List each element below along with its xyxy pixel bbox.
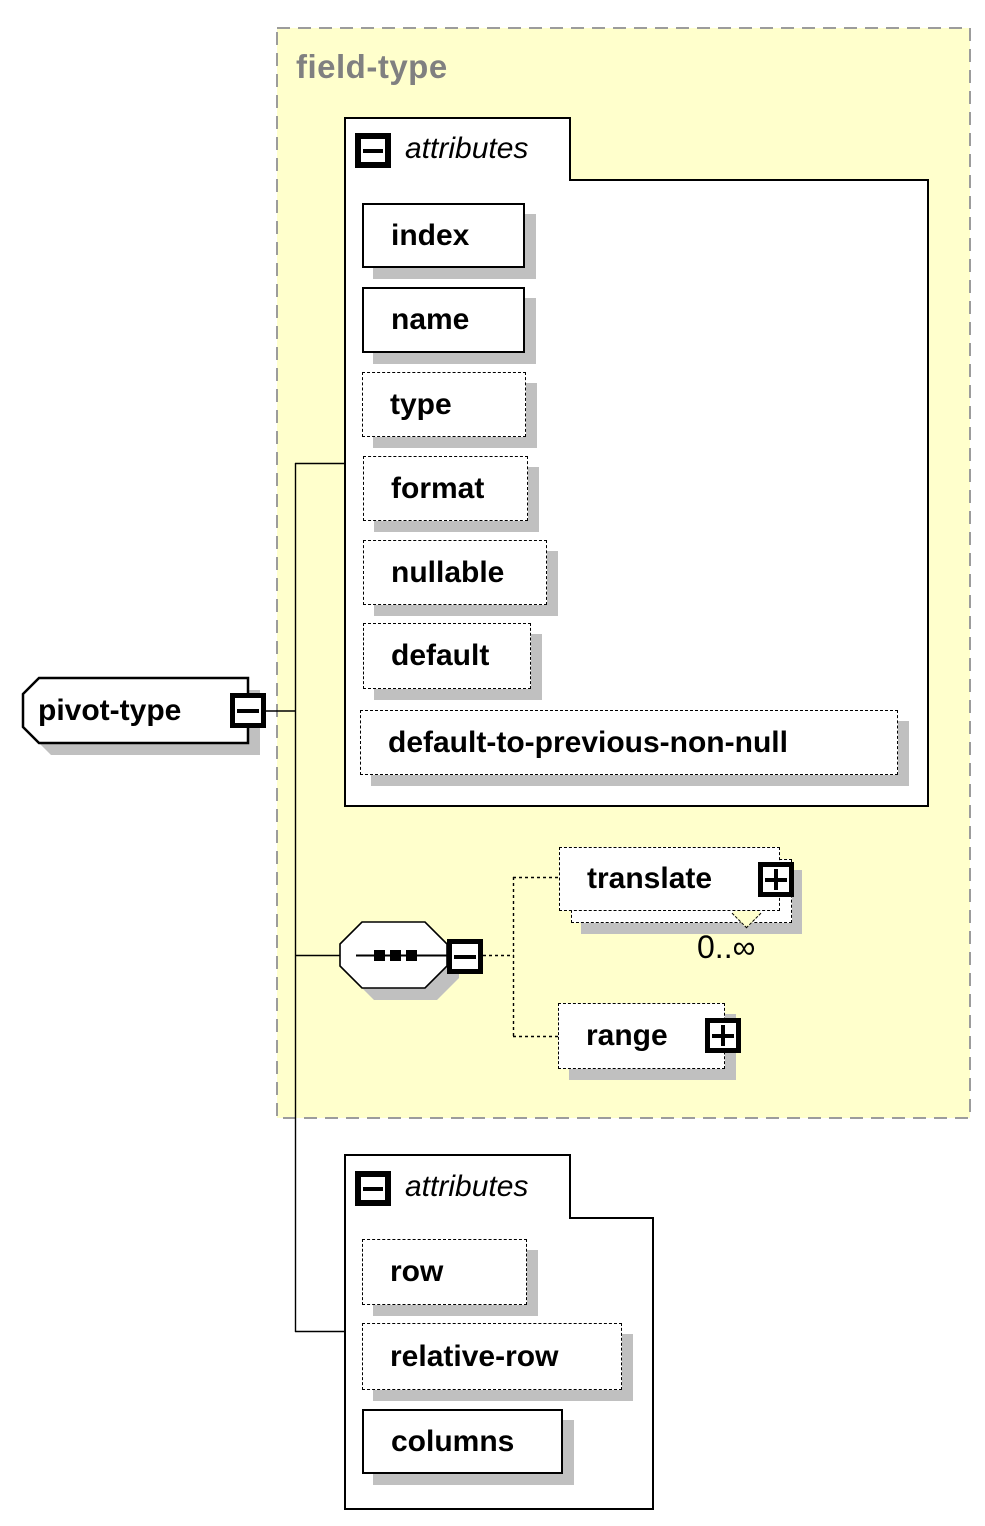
attribute-relative-row[interactable]: relative-row [362, 1323, 622, 1390]
pivot-type-shape[interactable] [21, 676, 250, 745]
element-translate[interactable]: translate [559, 847, 780, 911]
attribute-name[interactable]: name [362, 287, 525, 353]
attribute-format[interactable]: format [363, 456, 528, 521]
attribute-columns[interactable]: columns [362, 1409, 563, 1474]
attribute-row[interactable]: row [362, 1239, 527, 1305]
attribute-index[interactable]: index [362, 203, 525, 268]
expand-icon[interactable] [705, 1018, 741, 1053]
field-type-group-label: field-type [296, 48, 448, 85]
top-attributes-header-label: attributes [405, 132, 529, 165]
collapse-icon[interactable] [447, 939, 483, 974]
attribute-default-to-previous-non-null[interactable]: default-to-previous-non-null [360, 710, 898, 775]
attribute-nullable[interactable]: nullable [363, 540, 547, 605]
occurrence-label: 0..∞ [697, 929, 756, 965]
sequence-dots-icon [356, 950, 447, 961]
collapse-icon[interactable] [230, 693, 266, 728]
solid-connectors [266, 462, 346, 1333]
element-pivot-type[interactable]: pivot-type [38, 693, 182, 727]
collapse-icon[interactable] [355, 133, 391, 168]
element-range[interactable]: range [558, 1003, 725, 1069]
expand-icon[interactable] [758, 862, 794, 897]
collapse-icon[interactable] [355, 1171, 391, 1206]
bottom-attributes-header-label: attributes [405, 1170, 529, 1203]
attribute-default[interactable]: default [363, 623, 531, 689]
attribute-type[interactable]: type [362, 372, 526, 437]
dotted-connectors [483, 876, 560, 1038]
